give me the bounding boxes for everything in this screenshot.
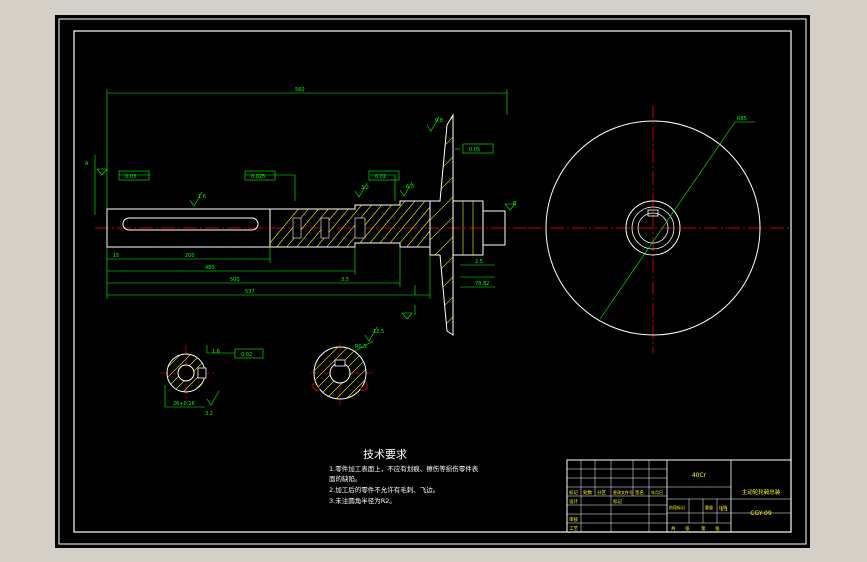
dim-bottom-right: 78.82 (475, 281, 489, 287)
tb-sheet-number: 第 (701, 525, 706, 532)
hub-circle (625, 200, 681, 256)
section-a-fc-frame (234, 348, 264, 359)
dim-shaft-len-2: 500 (230, 277, 240, 283)
datum-b-label: B (513, 201, 517, 207)
wheel-end-view[interactable]: R85 (528, 105, 790, 353)
tb-header-count: 处数 (583, 489, 592, 496)
diameter-leader (599, 121, 736, 320)
dim-shoulder-1: 3.5 (341, 277, 349, 283)
keyway-slot (122, 217, 259, 231)
dim-small: 15 (113, 253, 119, 259)
dim-diameter-label: R85 (737, 116, 747, 122)
drawing-canvas: 0.03 0.025 0.02 0.05 1.6 3.2 6.3 0.8 560… (58, 18, 807, 545)
tb-row-design: 设计 (569, 498, 578, 505)
tech-req-title: 技术要求 (363, 448, 407, 461)
tb-sheet-unit-2: 张 (715, 525, 720, 532)
section-a-fc-value: 0.02 (241, 352, 252, 358)
fc-value-2: 0.025 (251, 174, 265, 180)
section-b-radius-label: R0.5 (355, 344, 366, 350)
tech-req-item-3: 3.未注圆角半径为R2。 (329, 496, 396, 505)
technical-requirements: 技术要求 1.零件加工表面上，不应有划痕、擦伤等损伤零件表 面的缺陷。 2.加工… (329, 448, 479, 505)
tb-sheet-unit-1: 张 (685, 525, 690, 532)
section-view-a[interactable]: 26+0.16 0.02 1.6 3.2 (160, 345, 264, 417)
roughness-label-3: 6.3 (406, 184, 414, 190)
tb-scale: 1:1 (720, 507, 727, 513)
tb-sheet-total: 共 (671, 525, 676, 532)
dim-shoulder-2: 2.5 (475, 259, 483, 265)
bore-circle (637, 212, 669, 244)
tb-header-sign: 签名 (635, 489, 644, 496)
tb-row-review: 审核 (569, 516, 578, 523)
fc-value-3: 0.02 (375, 174, 386, 180)
section-a-roughness-symbol (206, 390, 220, 406)
end-view-keyway (647, 209, 659, 217)
tb-stage-mark: 阶段标记 (669, 504, 685, 510)
section-view-b[interactable]: R0.5 12.5 (310, 326, 384, 408)
section-a-dim: 26+0.16 (173, 401, 195, 407)
section-b-notch-left (312, 382, 321, 391)
section-b-notch-right (359, 382, 368, 391)
tb-row-process: 工艺 (569, 526, 578, 532)
section-b-roughness-symbol (364, 326, 378, 342)
tb-header-change: 更改文件号 (613, 489, 633, 495)
tb-material: 40Cr (692, 472, 707, 479)
tb-scale-label: 比例 (719, 504, 727, 510)
section-b-outer (313, 346, 367, 400)
dim-shaft-len-1: 480 (205, 265, 215, 271)
tb-header-zone: 分区 (597, 489, 606, 496)
roughness-label-1: 1.6 (198, 194, 206, 200)
section-a-keyway (197, 367, 207, 379)
section-a-roughness-2: 3.2 (205, 411, 213, 417)
dimension-lines (94, 89, 508, 315)
title-block: 40Cr 主动轮轮毂总装 CGY-09 1:1 标记 处数 分区 更改文件号 签… (566, 459, 792, 533)
datum-a-label: A (85, 161, 89, 167)
feature-control-frames: 0.03 0.025 0.02 0.05 (118, 143, 494, 181)
tb-weight: 重量 (705, 504, 713, 510)
cad-drawing-viewport[interactable]: 0.03 0.025 0.02 0.05 1.6 3.2 6.3 0.8 560… (55, 15, 810, 548)
tech-req-item-1-cont: 面的缺陷。 (329, 474, 362, 483)
hub-inner-circle (631, 206, 675, 250)
inner-border (73, 30, 792, 533)
tb-drawing-number: CGY-09 (750, 510, 771, 517)
roughness-symbols (96, 116, 516, 320)
fc-value-4: 0.05 (469, 147, 480, 153)
roughness-label-4: 0.8 (435, 118, 443, 124)
section-a-roughness: 1.6 (212, 349, 220, 355)
wheel-outer-circle (545, 120, 761, 336)
dim-shaft-len-3: 537 (245, 289, 255, 295)
tb-drawing-name: 主动轮轮毂总装 (742, 488, 781, 496)
tech-req-item-1: 1.零件加工表面上，不应有划痕、擦伤等损伤零件表 (329, 464, 479, 473)
main-shaft-view[interactable]: 0.03 0.025 0.02 0.05 1.6 3.2 6.3 0.8 560… (85, 87, 530, 375)
fc-value-1: 0.03 (125, 174, 136, 180)
section-b-leader (354, 340, 374, 352)
tb-row-standard: 标记 (613, 498, 622, 505)
roughness-label-2: 3.2 (361, 185, 369, 191)
outer-border (58, 18, 807, 545)
dim-keyway-length: 200 (185, 253, 195, 259)
tb-header-mark: 标记 (569, 489, 578, 496)
tb-header-date: 年月日 (651, 489, 663, 495)
section-a-bore (177, 364, 195, 382)
tech-req-item-2: 2.加工后的零件不允许有毛刺、飞边。 (329, 485, 439, 494)
section-b-roughness: 12.5 (373, 329, 384, 335)
dim-overall-length: 560 (295, 87, 305, 93)
wheel-hub-section (429, 113, 506, 336)
section-b-keyway (334, 359, 346, 367)
